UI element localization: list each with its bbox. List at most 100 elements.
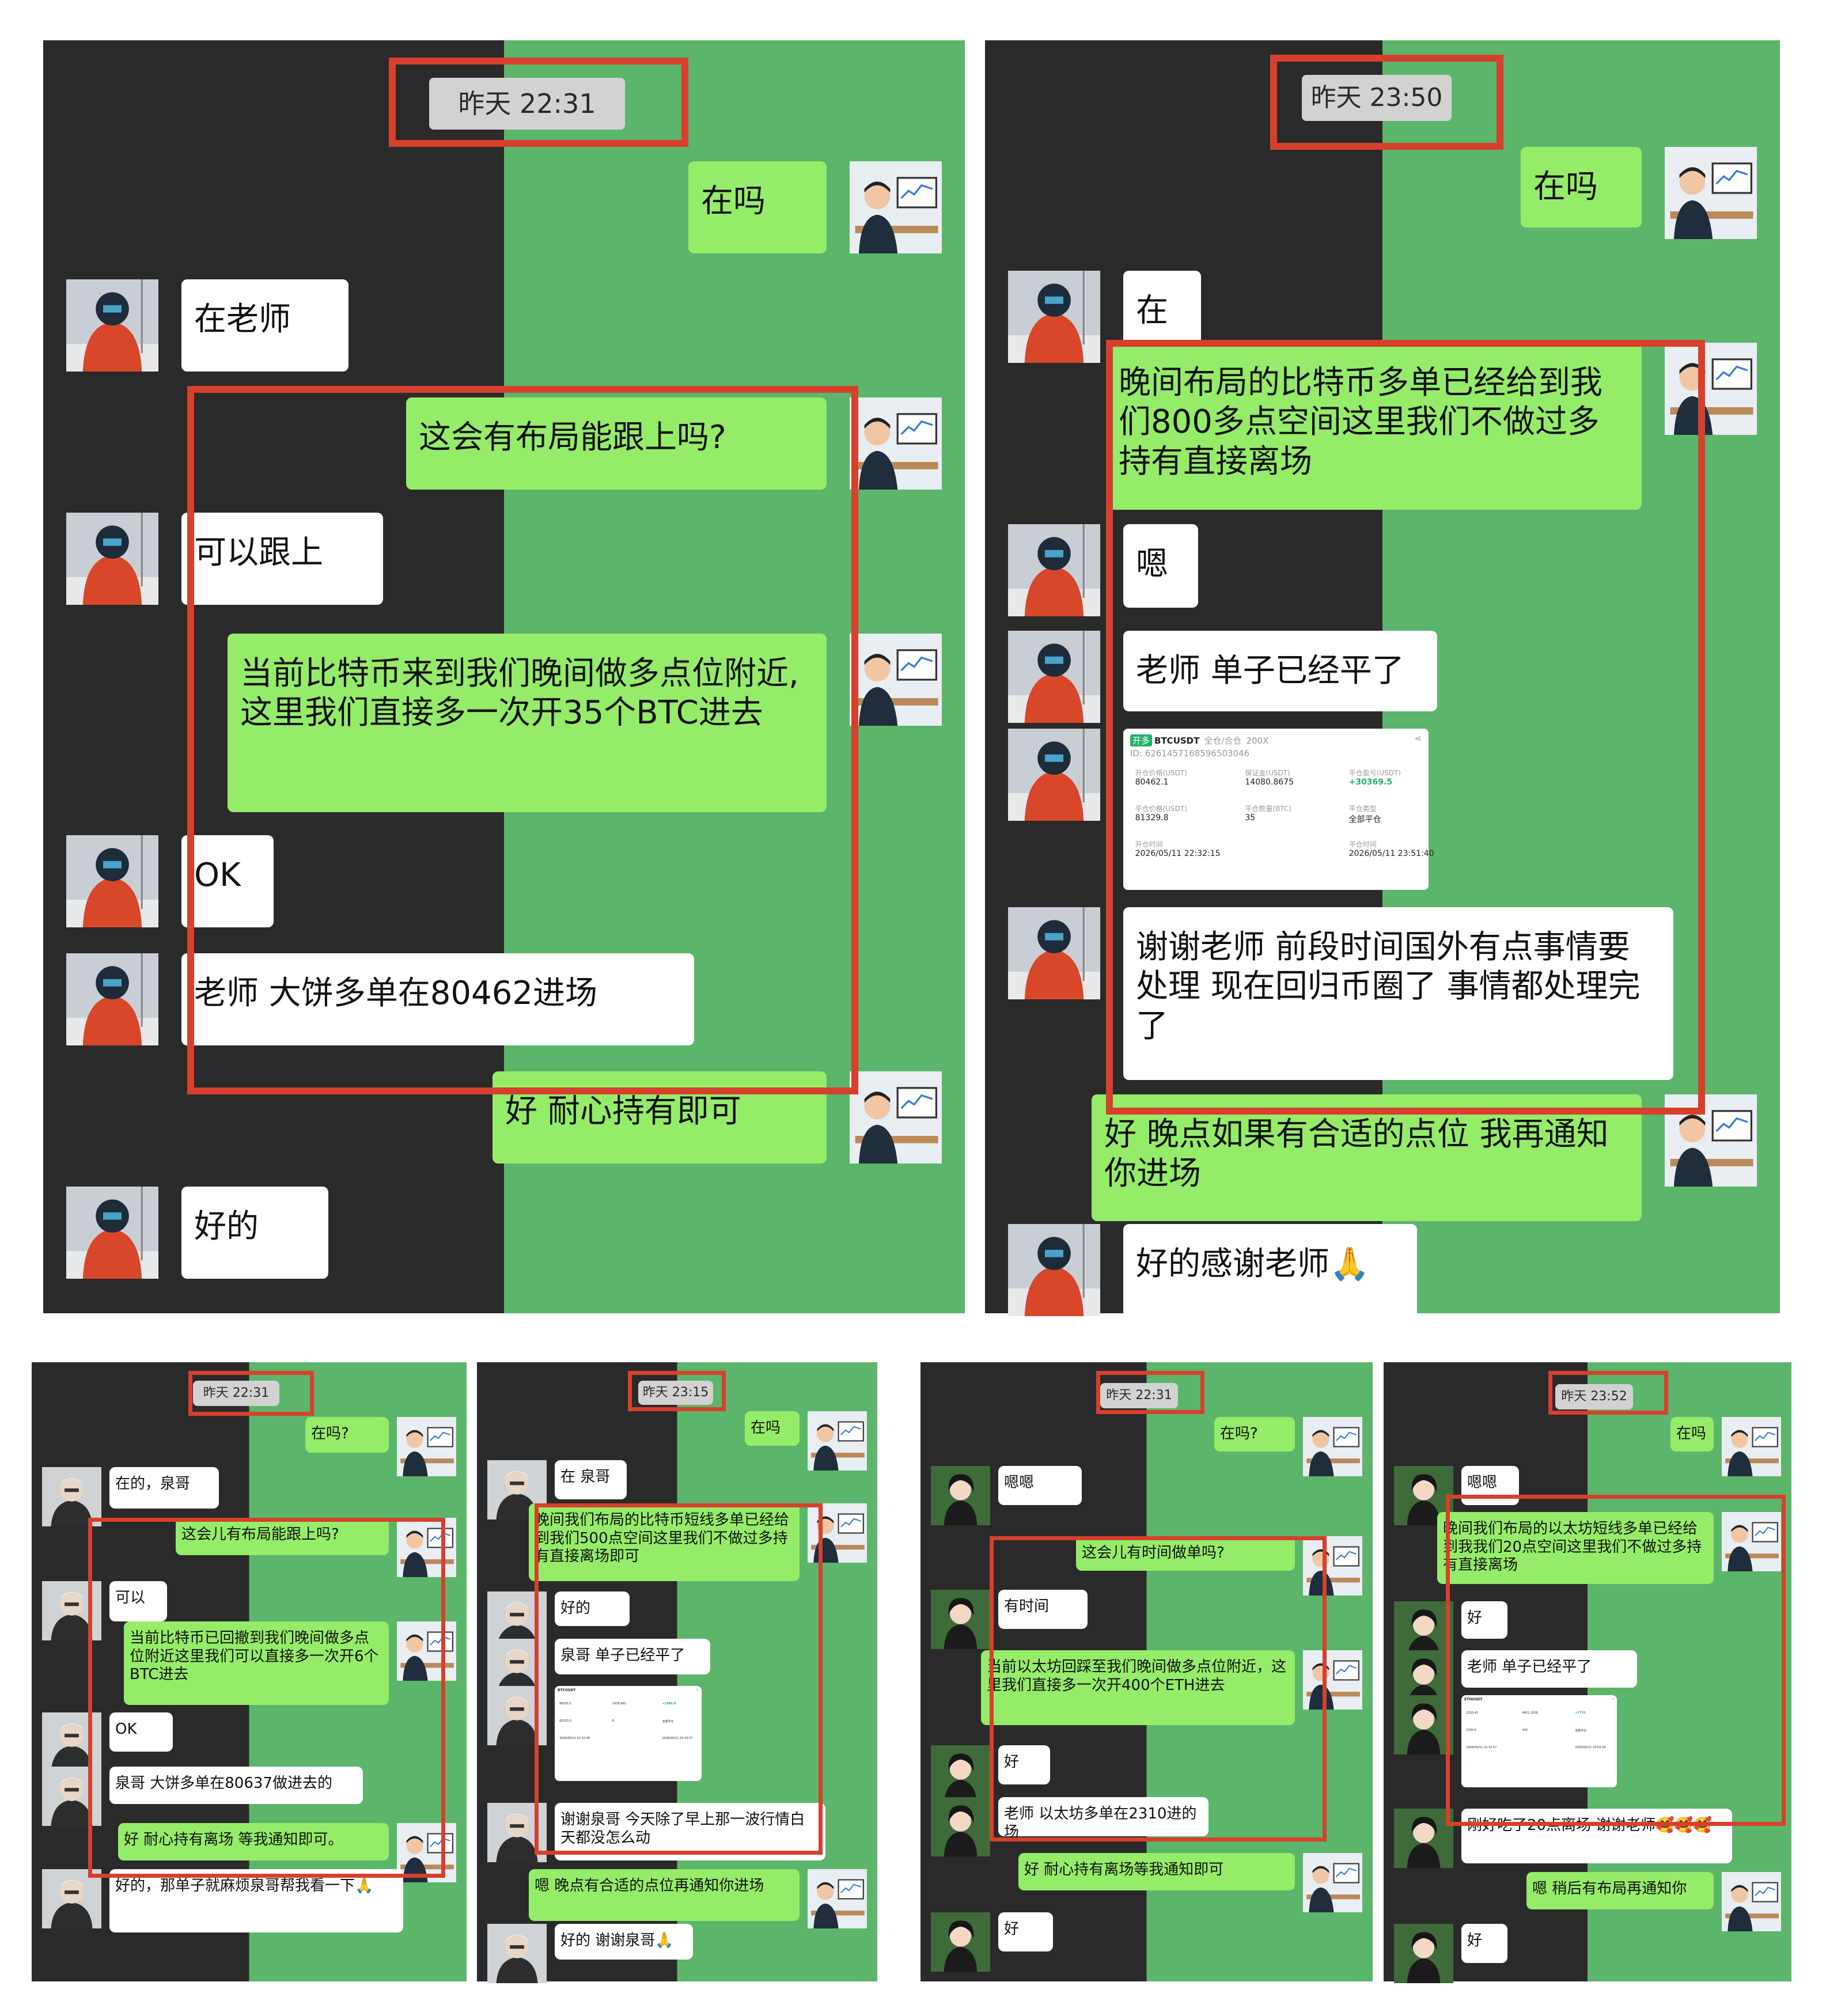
teacher-avatar[interactable] <box>397 1621 456 1681</box>
message-bubble-incoming[interactable]: 在老师 <box>181 279 348 372</box>
orange-hoodie-avatar[interactable] <box>1008 524 1100 616</box>
message-bubble-incoming[interactable]: 老师 以太坊多单在2310进的场 <box>998 1797 1209 1841</box>
message-bubble-incoming[interactable]: 好的，那单子就麻烦泉哥帮我看一下🙏 <box>109 1869 403 1932</box>
teacher-avatar[interactable] <box>850 397 942 490</box>
message-bubble-incoming[interactable]: 好的 <box>555 1591 630 1626</box>
message-bubble-outgoing[interactable]: 好 耐心持有离场等我通知即可 <box>1018 1853 1295 1890</box>
woman-avatar[interactable] <box>931 1912 990 1972</box>
card-field: 6 <box>612 1719 614 1723</box>
orange-hoodie-avatar[interactable] <box>1008 729 1100 821</box>
field-value: 2026/05/11 22:32:15 <box>1135 849 1221 858</box>
message-bubble-outgoing[interactable]: 这会儿有时间做单吗? <box>1076 1536 1295 1571</box>
orange-hoodie-avatar[interactable] <box>1008 631 1100 723</box>
card-field: 开仓价格(USDT)80462.1 <box>1135 768 1187 787</box>
message-bubble-outgoing[interactable]: 在吗? <box>1214 1417 1295 1452</box>
orange-hoodie-avatar[interactable] <box>66 1187 158 1279</box>
message-bubble-incoming[interactable]: 好的感谢老师🙏 <box>1123 1224 1417 1319</box>
message-bubble-outgoing[interactable]: 嗯 晚点有合适的点位再通知你进场 <box>529 1869 800 1921</box>
woman-avatar[interactable] <box>931 1590 990 1649</box>
orange-hoodie-avatar[interactable] <box>66 513 158 605</box>
field-value: 4621.2208 <box>1522 1711 1538 1715</box>
teacher-avatar[interactable] <box>850 161 942 253</box>
orange-hoodie-avatar[interactable] <box>1008 271 1100 363</box>
teacher-avatar[interactable] <box>1665 343 1757 435</box>
message-bubble-outgoing[interactable]: 在吗? <box>305 1417 389 1453</box>
share-icon[interactable]: ⋖ <box>695 1688 699 1692</box>
message-bubble-incoming[interactable]: 嗯 <box>1123 524 1198 608</box>
teacher-avatar[interactable] <box>1303 1853 1362 1912</box>
teacher-avatar[interactable] <box>1665 147 1757 239</box>
woman-avatar[interactable] <box>931 1745 990 1805</box>
orange-hoodie-avatar[interactable] <box>66 953 158 1045</box>
teacher-avatar[interactable] <box>397 1417 456 1476</box>
teacher-avatar[interactable] <box>1722 1512 1781 1571</box>
orange-hoodie-avatar[interactable] <box>1008 1224 1100 1316</box>
teacher-avatar[interactable] <box>1303 1417 1362 1476</box>
woman-avatar[interactable] <box>1394 1695 1453 1754</box>
message-bubble-incoming[interactable]: 嗯嗯 <box>998 1466 1082 1505</box>
message-bubble-incoming[interactable]: OK <box>181 835 274 927</box>
message-bubble-incoming[interactable]: OK <box>109 1712 173 1752</box>
orange-hoodie-avatar[interactable] <box>66 279 158 372</box>
message-bubble-incoming[interactable]: 可以跟上 <box>181 513 383 605</box>
teacher-avatar[interactable] <box>1722 1872 1781 1931</box>
message-bubble-incoming[interactable]: 老师 单子已经平了 <box>1461 1650 1637 1688</box>
message-bubble-incoming[interactable]: 好 <box>998 1745 1050 1784</box>
teacher-avatar[interactable] <box>850 634 942 726</box>
elder-avatar[interactable] <box>42 1467 101 1526</box>
share-icon[interactable]: ⋖ <box>1414 733 1422 744</box>
teacher-avatar[interactable] <box>1303 1650 1362 1710</box>
teacher-avatar[interactable] <box>808 1411 867 1471</box>
message-bubble-incoming[interactable]: 好 <box>998 1912 1053 1951</box>
teacher-avatar[interactable] <box>850 1071 942 1164</box>
message-bubble-outgoing[interactable]: 当前比特币已回撤到我们晚间做多点位附近这里我们可以直接多一次开6个BTC进去 <box>124 1621 389 1705</box>
highlight-box <box>535 1503 823 1855</box>
message-bubble-incoming[interactable]: 好 <box>1461 1924 1507 1963</box>
elder-avatar[interactable] <box>42 1869 101 1928</box>
orange-hoodie-avatar[interactable] <box>1008 907 1100 999</box>
teacher-avatar[interactable] <box>808 1869 867 1928</box>
woman-avatar[interactable] <box>1394 1809 1453 1868</box>
message-bubble-incoming[interactable]: 有时间 <box>998 1590 1088 1629</box>
message-bubble-incoming[interactable]: 泉哥 大饼多单在80637做进去的 <box>109 1767 363 1804</box>
message-bubble-outgoing[interactable]: 在吗 <box>1670 1417 1714 1452</box>
teacher-avatar[interactable] <box>1722 1417 1781 1476</box>
message-bubble-outgoing[interactable]: 嗯 稍后有布局再通知你 <box>1526 1872 1714 1909</box>
message-bubble-incoming[interactable]: 好的 谢谢泉哥🙏 <box>555 1924 693 1960</box>
message-bubble-outgoing[interactable]: 在吗 <box>688 161 827 253</box>
message-bubble-incoming[interactable]: 好的 <box>181 1187 328 1279</box>
message-bubble-outgoing[interactable]: 当前以太坊回踩至我们晚间做多点位附近，这里我们直接多一次开400个ETH进去 <box>981 1650 1295 1725</box>
woman-avatar[interactable] <box>1394 1924 1453 1983</box>
message-bubble-outgoing[interactable]: 这会有布局能跟上吗? <box>406 397 827 490</box>
share-icon[interactable]: ⋖ <box>1611 1697 1614 1701</box>
message-bubble-outgoing[interactable]: 好 晚点如果有合适的点位 我再通知你进场 <box>1092 1094 1642 1221</box>
message-bubble-outgoing[interactable]: 晚间布局的比特币多单已经给到我们800多点空间这里我们不做过多持有直接离场 <box>1106 343 1642 510</box>
teacher-avatar[interactable] <box>1303 1536 1362 1596</box>
field-label: 平仓时间 <box>1348 840 1377 848</box>
message-bubble-incoming[interactable]: 老师 大饼多单在80462进场 <box>181 953 694 1045</box>
message-bubble-outgoing[interactable]: 好 耐心持有离场 等我通知即可。 <box>118 1823 389 1860</box>
message-bubble-outgoing[interactable]: 晚间我们布局的以太坊短线多单已经给到我我们20点空间这里我们不做过多持有直接离场 <box>1437 1512 1714 1584</box>
message-bubble-incoming[interactable]: 在的，泉哥 <box>109 1467 219 1509</box>
elder-avatar[interactable] <box>487 1924 547 1983</box>
message-bubble-incoming[interactable]: 好 <box>1461 1601 1507 1639</box>
woman-avatar[interactable] <box>931 1466 990 1525</box>
message-bubble-incoming[interactable]: 老师 单子已经平了 <box>1123 631 1437 711</box>
message-bubble-outgoing[interactable]: 在吗 <box>1521 147 1642 228</box>
message-bubble-incoming[interactable]: 泉哥 单子已经平了 <box>555 1639 710 1674</box>
message-bubble-outgoing[interactable]: 好 耐心持有即可 <box>493 1071 827 1164</box>
message-bubble-outgoing[interactable]: 在吗 <box>745 1411 800 1446</box>
teacher-avatar[interactable] <box>1665 1094 1757 1187</box>
message-bubble-incoming[interactable]: 可以 <box>109 1581 167 1621</box>
teacher-avatar[interactable] <box>397 1518 456 1577</box>
orange-hoodie-avatar[interactable] <box>66 835 158 927</box>
message-bubble-outgoing[interactable]: 这会儿有布局能跟上吗? <box>176 1518 389 1555</box>
message-bubble-outgoing[interactable]: 当前比特币来到我们晚间做多点位附近,这里我们直接多一次开35个BTC进去 <box>228 634 827 812</box>
message-bubble-incoming[interactable]: 在 泉哥 <box>555 1460 627 1499</box>
message-bubble-outgoing[interactable]: 晚间我们布局的比特币短线多单已经给到我们500点空间这里我们不做过多持有直接离场… <box>529 1503 800 1581</box>
message-bubble-incoming[interactable]: 谢谢老师 前段时间国外有点事情要处理 现在回归币圈了 事情都处理完了 <box>1123 907 1673 1080</box>
woman-avatar[interactable] <box>931 1797 990 1856</box>
